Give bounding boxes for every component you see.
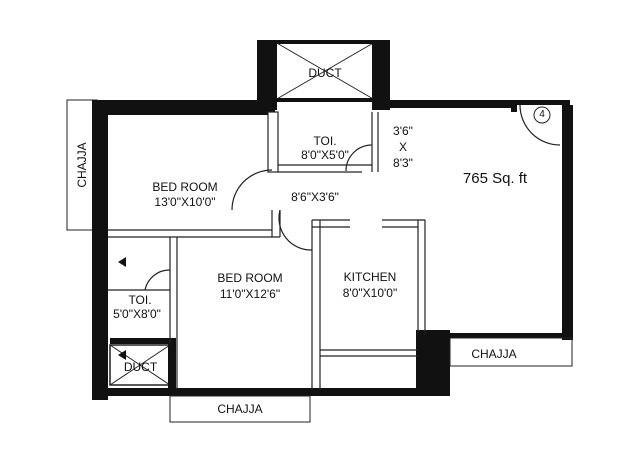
- passage-size: 8'6"X3'6": [291, 190, 339, 204]
- unit-area: 765 Sq. ft: [462, 170, 528, 187]
- kitchen-size: 8'0"X10'0": [342, 286, 398, 300]
- dim-block-line3: 8'3": [393, 156, 413, 170]
- toilet-1-size: 8'0"X5'0": [301, 148, 349, 162]
- dim-block-line1: 3'6": [393, 124, 413, 138]
- bottom-chajja: [169, 395, 311, 423]
- bedroom-1-name: BED ROOM: [152, 180, 218, 194]
- unit-number: 4: [539, 109, 545, 120]
- unit-number-circle: [533, 106, 551, 124]
- toilet-2-size: 5'0"X8'0": [113, 307, 161, 321]
- bedroom-2-size: 11'0"X12'6": [219, 287, 281, 301]
- kitchen-name: KITCHEN: [343, 270, 397, 284]
- dim-block-line2: X: [398, 140, 407, 154]
- top-duct-label: DUCT: [308, 66, 342, 80]
- toilet-2-name: TOI.: [128, 293, 152, 307]
- toilet-1-name: TOI.: [313, 134, 337, 148]
- bedroom-1-size: 13'0"X10'0": [154, 195, 216, 209]
- bedroom-2-name: BED ROOM: [217, 271, 283, 285]
- right-chajja: [449, 337, 573, 367]
- bottom-chajja-label: CHAJJA: [217, 402, 263, 416]
- bottom-duct-label: DUCT: [123, 360, 158, 374]
- left-chajja-label: CHAJJA: [75, 142, 89, 188]
- top-wall-right: [375, 100, 515, 108]
- right-chajja-label: CHAJJA: [471, 347, 517, 361]
